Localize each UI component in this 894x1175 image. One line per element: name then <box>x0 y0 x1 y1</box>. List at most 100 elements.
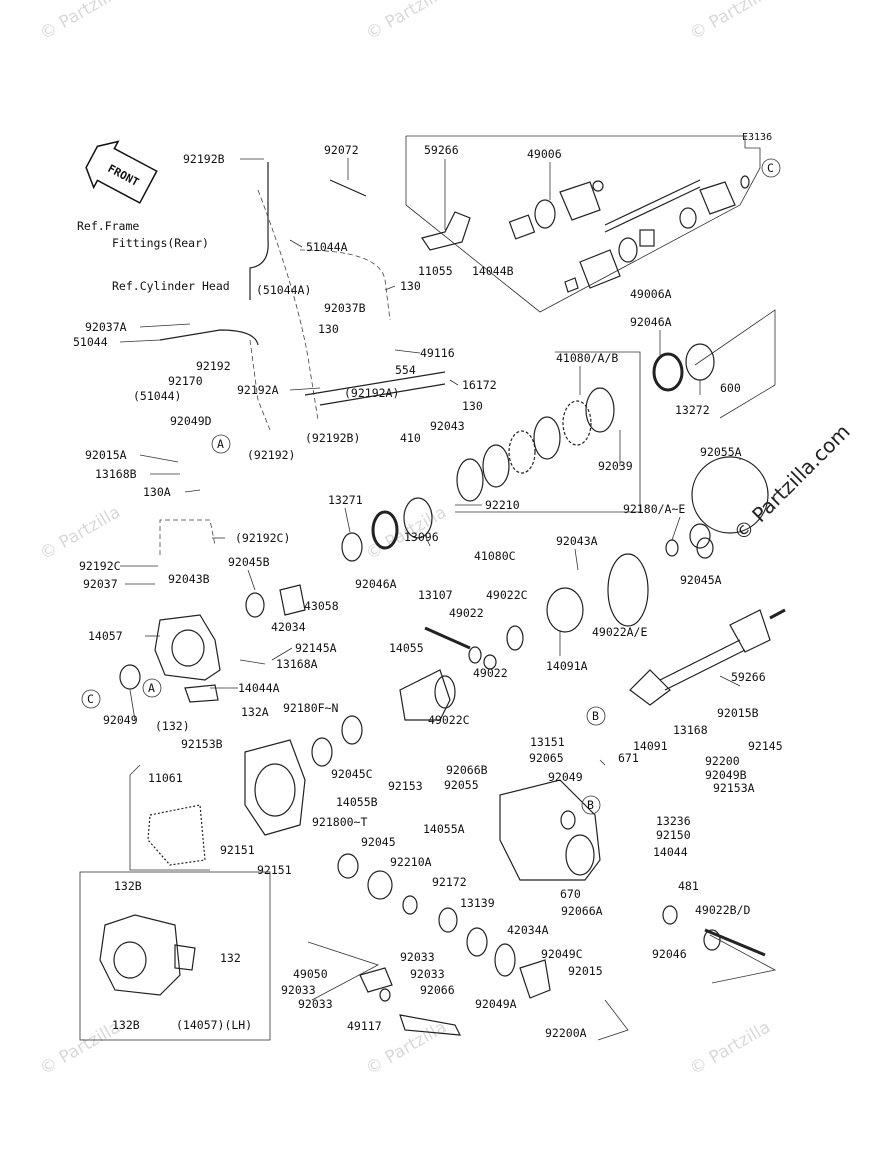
part-label[interactable]: 130 <box>318 322 339 336</box>
part-label[interactable]: 92049D <box>170 414 212 428</box>
part-label[interactable]: 92210 <box>485 498 520 512</box>
part-label[interactable]: 49116 <box>420 346 455 360</box>
part-label[interactable]: 13139 <box>460 896 495 910</box>
part-label[interactable]: 13272 <box>675 403 710 417</box>
part-label[interactable]: 92151 <box>257 863 292 877</box>
part-label[interactable]: 921800~T <box>312 815 367 829</box>
part-label[interactable]: 92066A <box>561 904 603 918</box>
part-label[interactable]: 92037B <box>324 301 366 315</box>
part-label[interactable]: 92180F~N <box>283 701 338 715</box>
part-label[interactable]: 132B <box>114 879 142 893</box>
part-label[interactable]: 92033 <box>400 950 435 964</box>
part-label[interactable]: 132B <box>112 1018 140 1032</box>
part-label[interactable]: 92045B <box>228 555 270 569</box>
part-label[interactable]: 16172 <box>462 378 497 392</box>
part-label[interactable]: 92192C <box>79 559 121 573</box>
part-label[interactable]: 92150 <box>656 828 691 842</box>
part-label[interactable]: 92046A <box>630 315 672 329</box>
part-label[interactable]: 670 <box>560 887 581 901</box>
part-label[interactable]: 92192 <box>196 359 231 373</box>
part-label[interactable]: 92153 <box>388 779 423 793</box>
part-label[interactable]: 49050 <box>293 967 328 981</box>
part-label[interactable]: 92055 <box>444 778 479 792</box>
part-label[interactable]: 13236 <box>656 814 691 828</box>
part-label[interactable]: 92045C <box>331 767 373 781</box>
part-label[interactable]: 41080/A/B <box>556 351 618 365</box>
part-label[interactable]: 92043A <box>556 534 598 548</box>
part-label[interactable]: 92200A <box>545 1026 587 1040</box>
part-label[interactable]: 92153A <box>713 781 755 795</box>
part-label[interactable]: 92015A <box>85 448 127 462</box>
part-label[interactable]: 59266 <box>731 670 766 684</box>
part-label[interactable]: 92033 <box>281 983 316 997</box>
part-label[interactable]: 13168A <box>276 657 318 671</box>
part-label[interactable]: 49022 <box>473 666 508 680</box>
part-label[interactable]: 14091A <box>546 659 588 673</box>
part-label[interactable]: 410 <box>400 431 421 445</box>
part-label[interactable]: 92145 <box>748 739 783 753</box>
part-label[interactable]: 92172 <box>432 875 467 889</box>
part-label[interactable]: 132A <box>241 705 269 719</box>
part-label[interactable]: 51044 <box>73 335 108 349</box>
part-label[interactable]: 43058 <box>304 599 339 613</box>
part-label[interactable]: 92046A <box>355 577 397 591</box>
part-label[interactable]: 42034 <box>271 620 306 634</box>
part-label[interactable]: 92049 <box>103 713 138 727</box>
part-label[interactable]: 92033 <box>298 997 333 1011</box>
part-label[interactable]: 92065 <box>529 751 564 765</box>
part-label[interactable]: 92210A <box>390 855 432 869</box>
part-label[interactable]: 49022 <box>449 606 484 620</box>
part-label[interactable]: 92045A <box>680 573 722 587</box>
part-label[interactable]: 130 <box>400 279 421 293</box>
part-label[interactable]: 92153B <box>181 737 223 751</box>
part-label[interactable]: 92046 <box>652 947 687 961</box>
part-label[interactable]: 671 <box>618 751 639 765</box>
part-label[interactable]: 132 <box>220 951 241 965</box>
part-label[interactable]: 600 <box>720 381 741 395</box>
part-label[interactable]: 92049B <box>705 768 747 782</box>
part-label[interactable]: (92192) <box>247 448 295 462</box>
part-label[interactable]: 92145A <box>295 641 337 655</box>
part-label[interactable]: 92072 <box>324 143 359 157</box>
part-label[interactable]: 14055A <box>423 822 465 836</box>
part-label[interactable]: 13168B <box>95 467 137 481</box>
part-label[interactable]: 14055B <box>336 795 378 809</box>
part-label[interactable]: 481 <box>678 879 699 893</box>
part-label[interactable]: 14044A <box>238 681 280 695</box>
part-label[interactable]: 42034A <box>507 923 549 937</box>
part-label[interactable]: 49022B/D <box>695 903 750 917</box>
part-label[interactable]: 554 <box>395 363 416 377</box>
part-label[interactable]: 92045 <box>361 835 396 849</box>
part-label[interactable]: 51044A <box>306 240 348 254</box>
part-label[interactable]: 92066 <box>420 983 455 997</box>
part-label[interactable]: 41080C <box>474 549 516 563</box>
part-label[interactable]: 92066B <box>446 763 488 777</box>
part-label[interactable]: 92033 <box>410 967 445 981</box>
part-label[interactable]: 49022A/E <box>592 625 647 639</box>
part-label[interactable]: 49006A <box>630 287 672 301</box>
part-label[interactable]: 49117 <box>347 1019 382 1033</box>
part-label[interactable]: 92039 <box>598 459 633 473</box>
part-label[interactable]: 92180/A~E <box>623 502 685 516</box>
part-label[interactable]: 92043 <box>430 419 465 433</box>
part-label[interactable]: 130 <box>462 399 483 413</box>
part-label[interactable]: 92037A <box>85 320 127 334</box>
part-label[interactable]: 92049 <box>548 770 583 784</box>
part-label[interactable]: 92037 <box>83 577 118 591</box>
part-label[interactable]: (92192B) <box>305 431 360 445</box>
part-label[interactable]: 92192B <box>183 152 225 166</box>
part-label[interactable]: 14044B <box>472 264 514 278</box>
part-label[interactable]: 14091 <box>633 739 668 753</box>
part-label[interactable]: 92151 <box>220 843 255 857</box>
part-label[interactable]: 14044 <box>653 845 688 859</box>
part-label[interactable]: (51044) <box>133 389 181 403</box>
part-label[interactable]: 49022C <box>428 713 470 727</box>
part-label[interactable]: 13271 <box>328 493 363 507</box>
part-label[interactable]: (132) <box>155 719 190 733</box>
part-label[interactable]: 92049A <box>475 997 517 1011</box>
part-label[interactable]: (92192A) <box>344 386 399 400</box>
part-label[interactable]: 14055 <box>389 641 424 655</box>
part-label[interactable]: 59266 <box>424 143 459 157</box>
part-label[interactable]: (14057)(LH) <box>176 1018 252 1032</box>
part-label[interactable]: 13151 <box>530 735 565 749</box>
